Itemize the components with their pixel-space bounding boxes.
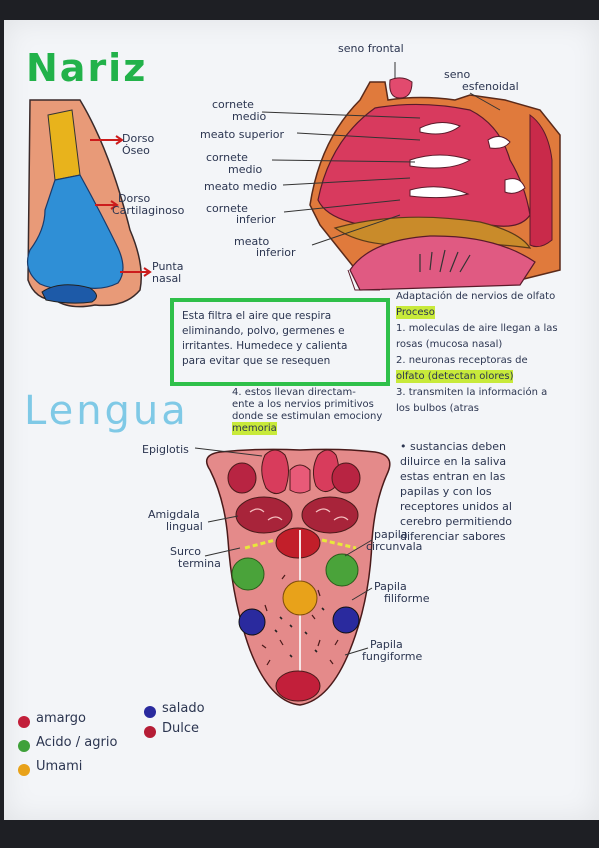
label-surco-2: termina — [178, 557, 221, 570]
olfato-line-1: Adaptación de nervios de olfato — [396, 291, 556, 302]
box-line-1: Esta filtra el aire que respira — [182, 310, 332, 322]
legend-label-salado: salado — [162, 701, 205, 716]
label-dorso-cartilaginoso-1: Dorso — [118, 192, 151, 205]
nerve-line-4: memoria — [232, 422, 277, 435]
taste-line-7: diferenciar sabores — [400, 530, 506, 543]
legend-dot-dulce — [144, 726, 156, 738]
taste-line-5: receptores unidos al — [400, 500, 512, 513]
tongue-drawing — [194, 447, 391, 706]
label-papila-filiforme-1: Papila — [374, 580, 407, 593]
taste-line-6: cerebro permitiendo — [400, 515, 513, 528]
label-epiglotis: Epiglotis — [142, 443, 189, 456]
nerve-line-2: ente a los nervios primitivos — [232, 399, 374, 410]
legend-dot-umami — [18, 764, 30, 776]
label-dorso-oseo-2: Óseo — [122, 144, 150, 157]
box-line-3: irritantes. Humedece y calienta — [182, 340, 348, 352]
nerve-line-1: 4. estos llevan directam- — [232, 387, 356, 398]
legend-label-dulce: Dulce — [162, 721, 200, 736]
olfato-line-8: los bulbos (atras — [396, 403, 480, 414]
label-amigdala-2: lingual — [166, 520, 203, 533]
taste-line-4: papilas y con los — [400, 485, 492, 498]
olfato-line-3: 1. moleculas de aire llegan a las — [396, 323, 558, 334]
label-seno-esfenoidal-2: esfenoidal — [462, 80, 519, 93]
label-papila-circunvala-1: papila — [374, 528, 408, 541]
label-amigdala-1: Amigdala — [148, 508, 200, 521]
nerve-line-3: donde se estimulan emociony — [232, 411, 383, 422]
label-papila-filiforme-2: filiforme — [384, 592, 430, 605]
label-cornete-medio-top-1: cornete — [212, 98, 254, 111]
label-meato-medio: meato medio — [204, 180, 278, 193]
legend-label-amargo: amargo — [36, 711, 86, 726]
box-line-4: para evitar que se resequen — [182, 355, 331, 367]
olfato-line-6: olfato (detectan olores) — [396, 370, 514, 383]
label-papila-circunvala-2: circunvala — [366, 540, 423, 553]
label-meato-inferior-1: meato — [234, 235, 270, 248]
legend-dot-amargo — [18, 716, 30, 728]
box-line-2: eliminando, polvo, germenes e — [182, 325, 345, 337]
label-seno-frontal: seno frontal — [338, 42, 404, 55]
legend-dot-acido — [18, 740, 30, 752]
label-papila-fungiforme-1: Papila — [370, 638, 403, 651]
taste-line-2: diluirce en la saliva — [400, 455, 507, 468]
label-dorso-cartilaginoso-2: Cartilaginoso — [112, 204, 185, 217]
label-punta-nasal-2: nasal — [152, 272, 182, 285]
taste-line-1: • sustancias deben — [400, 440, 506, 453]
label-papila-fungiforme-2: fungiforme — [362, 650, 423, 663]
olfato-line-2: Proceso — [396, 306, 435, 319]
label-cornete-medio-2: medio — [228, 163, 263, 176]
label-meato-superior: meato superior — [200, 128, 285, 141]
label-cornete-medio-top-2: medio — [232, 110, 267, 123]
legend-label-umami: Umami — [36, 759, 83, 774]
legend-label-acido: Acido / agrio — [36, 735, 118, 750]
nariz-title: Nariz — [26, 46, 148, 90]
label-cornete-medio-1: cornete — [206, 151, 248, 164]
nose-profile-drawing — [27, 99, 152, 308]
legend-dot-salado — [144, 706, 156, 718]
olfato-line-7: 3. transmiten la información a — [396, 387, 548, 398]
label-meato-inferior-2: inferior — [256, 246, 296, 259]
label-dorso-oseo-1: Dorso — [122, 132, 155, 145]
nasal-cavity-drawing — [261, 62, 561, 291]
label-cornete-inferior-1: cornete — [206, 202, 248, 215]
olfato-line-5: 2. neuronas receptoras de — [396, 355, 528, 366]
label-punta-nasal-1: Punta — [152, 260, 184, 273]
olfato-line-4: rosas (mucosa nasal) — [396, 339, 503, 350]
label-surco-1: Surco — [170, 545, 202, 558]
label-seno-esfenoidal-1: seno — [444, 68, 471, 81]
lengua-title: Lengua — [24, 388, 189, 434]
taste-line-3: estas entran en las — [400, 470, 506, 483]
nose-function-box — [170, 298, 390, 386]
label-cornete-inferior-2: inferior — [236, 213, 276, 226]
